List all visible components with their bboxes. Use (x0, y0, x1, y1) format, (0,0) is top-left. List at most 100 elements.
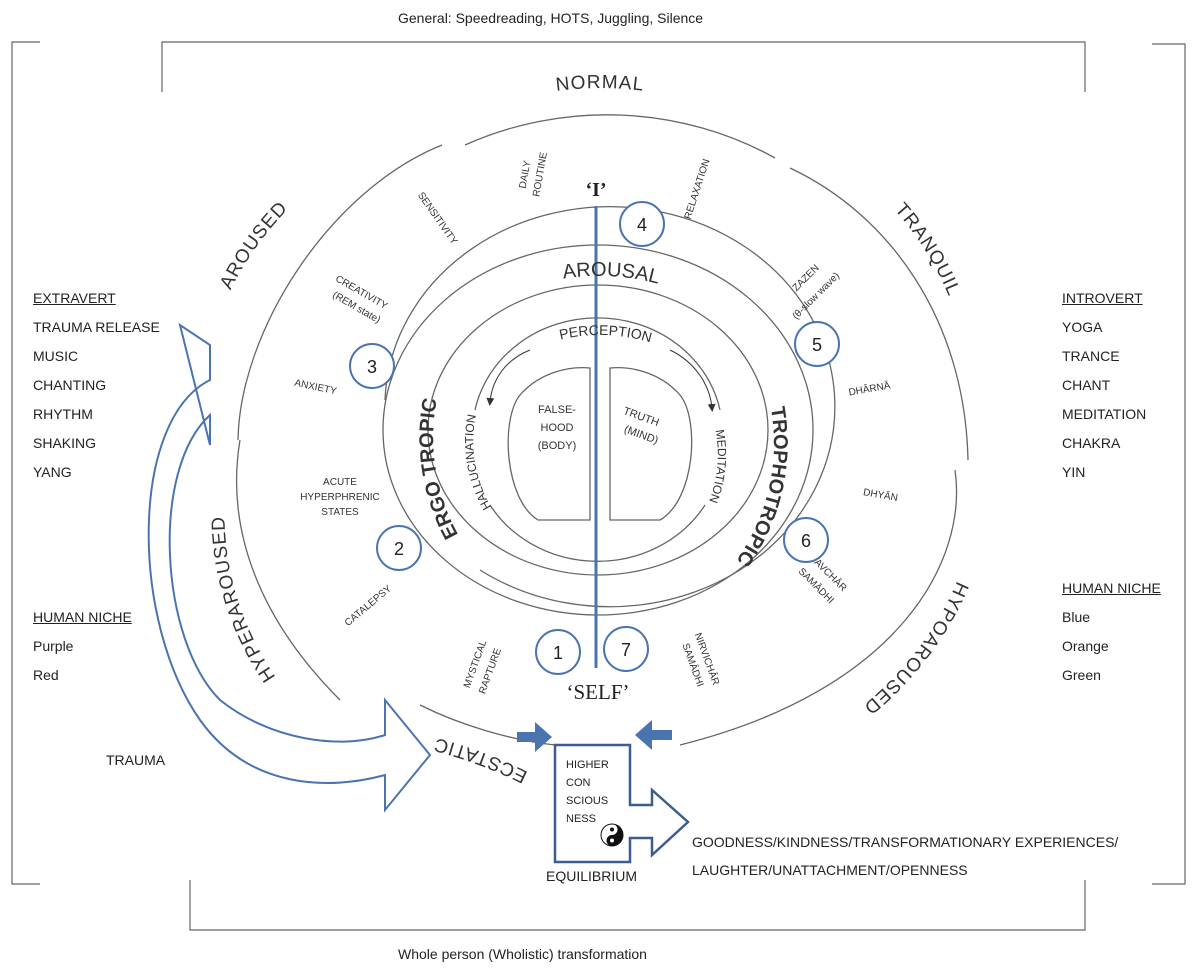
falsehood-body-shape (507, 366, 591, 521)
introvert-item: TRANCE (1062, 348, 1120, 364)
number-2: 2 (394, 539, 404, 559)
extravert-item: TRAUMA RELEASE (33, 319, 160, 335)
svg-text:NORMAL: NORMAL (555, 72, 646, 96)
ergotropic-label: ERGO TROPIC (416, 396, 463, 542)
trauma-label: TRAUMA (106, 752, 166, 768)
truth-mind-shape (609, 366, 693, 521)
outer-arc-hyperaroused (235, 439, 341, 701)
svg-text:MEDITATION: MEDITATION (706, 428, 729, 504)
right-solid-arrow (635, 720, 672, 750)
outcome-line-1: GOODNESS/KINDNESS/TRANSFORMATIONARY EXPE… (692, 834, 1119, 850)
introvert-list: INTROVERT YOGA TRANCE CHANT MEDITATION C… (1062, 284, 1146, 487)
number-1: 1 (553, 643, 563, 663)
extravert-item: SHAKING (33, 435, 97, 451)
hc-line: NESS (566, 813, 596, 825)
outcome-line-2: LAUGHTER/UNATTACHMENT/OPENNESS (692, 862, 968, 878)
relaxation-label: RELAXATION (683, 158, 713, 221)
trophotropic-label: TROPHOTROPIC (732, 405, 791, 570)
outer-arc-normal (464, 114, 776, 159)
higher-consciousness-text: HIGHER CON SCIOUS NESS (566, 756, 609, 828)
right-bracket (1152, 43, 1186, 885)
svg-text:TRANQUIL: TRANQUIL (890, 199, 964, 299)
arousal-label: AROUSAL (561, 259, 662, 289)
svg-text:TROPHOTROPIC: TROPHOTROPIC (732, 405, 791, 570)
states-label: STATES (321, 507, 359, 518)
svg-text:ECSTATIC: ECSTATIC (431, 733, 530, 787)
state-hypoaroused-label: HYPOAROUSED (859, 579, 971, 719)
circle-7 (603, 626, 649, 672)
svg-text:AROUSAL: AROUSAL (561, 259, 662, 289)
yin-yang-icon (600, 823, 624, 847)
svg-text:HALLUCINATION: HALLUCINATION (462, 413, 494, 512)
number-7: 7 (621, 640, 631, 660)
introvert-item: CHAKRA (1062, 435, 1121, 451)
circle-3 (349, 343, 395, 389)
number-3: 3 (367, 357, 377, 377)
state-tranquil-label: TRANQUIL (890, 199, 963, 299)
hallucination-label: HALLUCINATION (462, 413, 494, 512)
dhyan-label: DHYĀN (862, 486, 899, 504)
extravert-item: RHYTHM (33, 406, 93, 422)
introvert-item: CHANT (1062, 377, 1111, 393)
hc-line: CON (566, 777, 591, 789)
introvert-item: YIN (1062, 464, 1086, 480)
catalepsy-label: CATALEPSY (343, 583, 394, 629)
number-4: 4 (637, 215, 647, 235)
trauma-arrow (147, 322, 432, 813)
anxiety-label: ANXIETY (293, 378, 337, 398)
circle-2 (376, 525, 422, 571)
number-6: 6 (801, 531, 811, 551)
svg-text:PERCEPTION: PERCEPTION (558, 322, 654, 345)
left-solid-arrow (517, 722, 552, 752)
state-aroused-label: AROUSED (216, 197, 291, 292)
introvert-item: YOGA (1062, 319, 1103, 335)
state-ecstatic-label: ECSTATIC (431, 733, 530, 787)
svg-text:ERGO TROPIC: ERGO TROPIC (416, 396, 463, 542)
right-niche-header: HUMAN NICHE (1062, 580, 1161, 596)
left-niche-item: Red (33, 667, 59, 683)
falsehood-line-1: FALSE- (538, 404, 576, 416)
higher-consciousness-box (553, 743, 690, 864)
left-niche-item: Purple (33, 638, 74, 654)
bottom-label: Whole person (Wholistic) transformation (398, 946, 647, 962)
top-bracket (161, 41, 1086, 92)
i-label: ‘I’ (585, 179, 606, 201)
ring-arousal (382, 244, 814, 616)
meditation-label: MEDITATION (706, 428, 729, 504)
extravert-item: YANG (33, 464, 72, 480)
right-niche-item: Blue (1062, 609, 1091, 625)
extravert-list: EXTRAVERT TRAUMA RELEASE MUSIC CHANTING … (33, 284, 160, 487)
left-bracket (11, 41, 40, 885)
right-niche-item: Orange (1062, 638, 1109, 654)
hyperphrenic-label: HYPERPHRENIC (300, 492, 379, 503)
daily-label: DAILY (518, 159, 534, 189)
right-niche-item: Green (1062, 667, 1101, 683)
bottom-bracket (189, 880, 1086, 931)
introvert-header: INTROVERT (1062, 290, 1143, 306)
acute-label: ACUTE (323, 477, 357, 488)
circle-4 (619, 201, 665, 247)
arrow-hallucination (486, 349, 531, 406)
left-niche-header: HUMAN NICHE (33, 609, 132, 625)
extravert-header: EXTRAVERT (33, 290, 116, 306)
svg-text:HYPOAROUSED: HYPOAROUSED (859, 579, 972, 719)
falsehood-line-2: HOOD (541, 422, 574, 434)
routine-label: ROUTINE (531, 151, 550, 198)
extravert-item: MUSIC (33, 348, 79, 364)
number-5: 5 (812, 335, 822, 355)
outer-arc-tranquil (789, 167, 969, 461)
hc-line: SCIOUS (566, 795, 609, 807)
introvert-item: MEDITATION (1062, 406, 1147, 422)
right-niche-list: HUMAN NICHE Blue Orange Green (1062, 574, 1161, 690)
circle-1 (535, 629, 581, 675)
circle-5 (794, 321, 840, 367)
arrow-meditation (669, 349, 716, 412)
equilibrium-label: EQUILIBRIUM (546, 868, 638, 884)
self-label: ‘SELF’ (567, 680, 630, 704)
sensitivity-label: SENSITIVITY (415, 190, 459, 247)
circle-6 (783, 517, 829, 563)
perception-label: PERCEPTION (558, 322, 654, 345)
left-niche-list: HUMAN NICHE Purple Red (33, 603, 132, 690)
outer-arc-aroused (237, 144, 443, 441)
